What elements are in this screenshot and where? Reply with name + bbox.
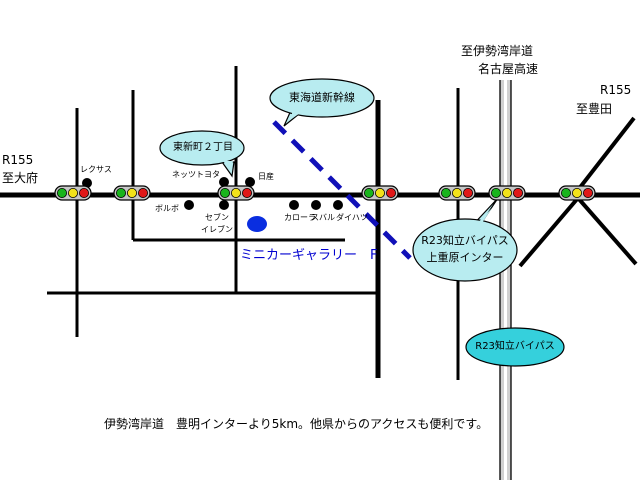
- traffic-signal-icon: [438, 185, 476, 201]
- shinkansen-line: [272, 120, 412, 260]
- landmark-dot-icon: [311, 200, 321, 210]
- landmark-seven-line2: イレブン: [201, 225, 233, 234]
- traffic-signals: [54, 185, 596, 201]
- callout-interchange-line2: 上重原インター: [426, 251, 504, 265]
- landmark-subaru: スバル: [311, 213, 335, 222]
- landmark-daihatsu: ダイハツ: [336, 213, 368, 222]
- traffic-signal-icon: [488, 185, 526, 201]
- callout-shinkansen-bg: [269, 78, 375, 118]
- destination-label: ミニカーギャラリー F: [240, 248, 378, 263]
- r155-right-direction: 至豊田: [576, 102, 613, 116]
- traffic-signal-icon: [54, 185, 92, 201]
- landmark-seven-line1: セブン: [205, 213, 229, 222]
- callout-higashishinmachi: 東新町２丁目: [173, 141, 233, 153]
- landmark-dot-icon: [245, 177, 255, 187]
- traffic-signal-icon: [113, 185, 151, 201]
- landmark-dot-icon: [289, 200, 299, 210]
- road-diagonal-sw: [518, 196, 580, 268]
- callout-bypass: R23知立バイパス: [475, 340, 555, 352]
- landmark-dot-icon: [219, 177, 229, 187]
- landmark-nissan: 日産: [258, 172, 274, 181]
- callout-interchange-bg: [412, 218, 518, 282]
- road-diagonal-se: [576, 196, 638, 266]
- r155-right-label: R155: [600, 83, 632, 97]
- callout-bypass-bg: [465, 327, 565, 367]
- r155-left-direction: 至大府: [2, 171, 39, 185]
- landmark-dot-icon: [333, 200, 343, 210]
- traffic-signal-icon: [361, 185, 399, 201]
- landmark-volvo: ボルボ: [155, 204, 179, 213]
- landmark-lexus: レクサス: [80, 165, 112, 174]
- access-note: 伊勢湾岸道 豊明インターより5km。他県からのアクセスも便利です。: [104, 417, 489, 431]
- landmark-netz-toyota: ネッツトヨタ: [172, 170, 220, 179]
- callout-interchange-line1: R23知立バイパス: [421, 234, 509, 248]
- r155-left-label: R155: [2, 153, 34, 167]
- r23-bypass-road: [499, 80, 512, 480]
- route-to-nagoya-expressway: 名古屋高速: [478, 62, 539, 76]
- road-diagonal-ne: [576, 116, 636, 192]
- traffic-signal-icon: [558, 185, 596, 201]
- route-to-isewangan: 至伊勢湾岸道: [461, 44, 534, 58]
- landmark-corolla: カローラ: [284, 213, 316, 222]
- landmark-dot-icon: [219, 200, 229, 210]
- callout-bubbles: [159, 78, 565, 367]
- traffic-signal-icon: [217, 185, 255, 201]
- landmark-dot-icon: [184, 200, 194, 210]
- venue-dot-icon: [247, 216, 267, 232]
- callout-higashishinmachi-bg: [159, 130, 245, 166]
- callout-shinkansen: 東海道新幹線: [289, 91, 355, 105]
- roads: [0, 66, 640, 380]
